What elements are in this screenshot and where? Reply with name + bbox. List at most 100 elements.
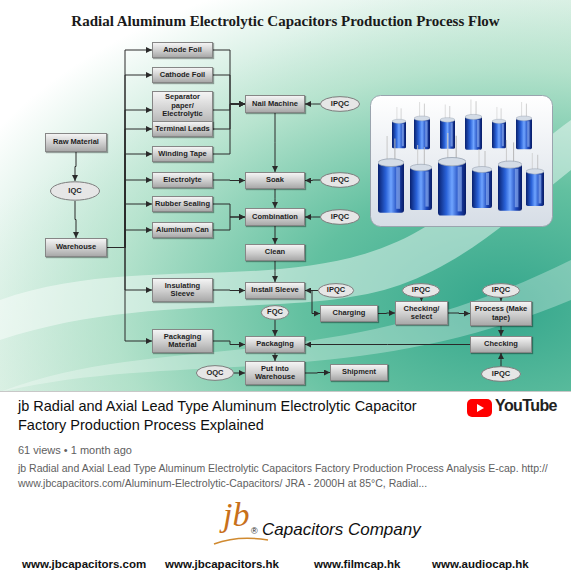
process-box: Packaging Material xyxy=(152,329,213,353)
flow-arrow xyxy=(107,50,152,248)
node-text: Rubber Sealing xyxy=(153,199,212,210)
node-text: Electrolyte xyxy=(161,175,203,186)
flow-arrow xyxy=(107,204,152,248)
text-label: jb Radial and Axial Lead Type Aluminum E… xyxy=(18,397,460,435)
flow-arrow xyxy=(501,353,502,366)
flow-arrow xyxy=(107,248,152,342)
inspection-oval: IQC xyxy=(50,181,100,201)
flow-arrow xyxy=(275,226,276,244)
node-text: IPQC xyxy=(490,285,512,296)
node-text: Checking/ select xyxy=(396,304,447,323)
capacitor xyxy=(378,136,404,213)
oval-shape xyxy=(482,284,519,298)
flow-arrow xyxy=(213,50,245,104)
flow-arrow xyxy=(305,217,320,218)
node-text: Nail Machine xyxy=(250,99,300,110)
node-text: IPQC xyxy=(490,369,512,380)
youtube-logo xyxy=(467,399,492,417)
process-box: Rubber Sealing xyxy=(152,196,213,212)
node-text: IPQC xyxy=(329,175,351,186)
inspection-oval: IPQC xyxy=(320,96,360,112)
node-text: Packaging Material xyxy=(153,332,212,351)
flow-arrow xyxy=(213,104,245,129)
flow-arrow xyxy=(275,261,276,282)
node-text: IQC xyxy=(66,186,83,197)
capacitor xyxy=(516,102,532,149)
process-box: Combination xyxy=(245,208,305,226)
node-text: Put into Warehouse xyxy=(246,364,304,383)
capacitor xyxy=(498,140,522,211)
capacitor xyxy=(410,145,432,210)
flow-arrow xyxy=(305,104,320,105)
capacitor xyxy=(392,107,406,148)
oval-shape xyxy=(320,210,359,225)
node-text: Process (Make tape) xyxy=(471,304,531,323)
text-label: jb xyxy=(223,496,249,534)
process-box: Cathode Foil xyxy=(152,67,213,83)
text-label: www.jbcapacitors.com xyxy=(22,558,146,570)
node-text: IPQC xyxy=(410,285,432,296)
process-box: Insulating Sleeve xyxy=(152,278,213,302)
process-box: Install Sleeve xyxy=(245,282,305,299)
flow-arrow xyxy=(275,353,276,361)
photo-frame xyxy=(371,96,553,227)
node-text: Warehouse xyxy=(54,242,98,253)
process-box: Put into Warehouse xyxy=(245,361,305,385)
text-label: www.audiocap.hk xyxy=(432,558,529,570)
logo-background xyxy=(467,399,492,417)
flow-arrow xyxy=(75,152,76,181)
process-box: Aluminum Can xyxy=(152,222,213,238)
text-label: YouTube xyxy=(495,397,557,415)
flow-arrow xyxy=(213,217,245,230)
node-text: Winding Tape xyxy=(156,149,209,160)
node-text: Soak xyxy=(264,175,286,186)
text-label: www.filmcap.hk xyxy=(314,558,400,570)
inspection-oval: IPQC xyxy=(320,209,360,225)
flow-arrow xyxy=(213,104,245,154)
oval-shape xyxy=(402,284,439,298)
text-label: 61 views • 1 month ago xyxy=(18,444,132,456)
process-box: Packaging xyxy=(245,336,305,353)
process-box: Clean xyxy=(245,244,305,261)
process-box: Shipment xyxy=(330,364,388,381)
flow-arrow xyxy=(213,204,245,217)
flow-arrow xyxy=(305,372,330,374)
node-text: Shipment xyxy=(340,367,378,378)
node-text: Combination xyxy=(250,212,300,223)
flow-arrow xyxy=(75,201,76,238)
flow-arrow xyxy=(107,154,152,248)
flow-arrow xyxy=(107,248,152,291)
flow-arrow xyxy=(213,75,245,104)
node-text: Clean xyxy=(263,247,287,258)
process-box: Anode Foil xyxy=(152,42,213,58)
process-box: Raw Material xyxy=(45,133,107,152)
process-box: Winding Tape xyxy=(152,146,213,162)
oval-shape xyxy=(196,366,233,381)
flow-arrow xyxy=(501,326,502,336)
capacitor xyxy=(526,153,544,206)
process-box: Warehouse xyxy=(45,238,107,257)
capacitor xyxy=(472,149,492,208)
flow-arrow xyxy=(378,313,395,315)
flow-arrow xyxy=(275,189,276,208)
oval-shape xyxy=(481,367,520,382)
oval-shape xyxy=(51,182,100,200)
node-text: Install Sleeve xyxy=(249,285,301,296)
text-label: www.jbcapacitors.hk xyxy=(165,558,279,570)
oval-shape xyxy=(320,97,359,112)
text-label: Capacitors Company xyxy=(262,520,421,540)
process-box: Charging xyxy=(320,305,378,322)
flow-arrow xyxy=(275,113,276,172)
inspection-oval: IPQC xyxy=(402,283,440,298)
capacitor xyxy=(465,100,482,150)
node-text: Aluminum Can xyxy=(154,225,211,236)
swoosh xyxy=(0,120,571,340)
capacitor xyxy=(492,107,506,148)
capacitor-photo xyxy=(370,95,553,227)
oval-shape xyxy=(261,306,288,320)
inspection-oval: IPQC xyxy=(482,283,520,298)
inspection-oval: FQC xyxy=(261,305,289,320)
process-box: Soak xyxy=(245,172,305,189)
node-text: OQC xyxy=(204,368,225,379)
flow-arrow xyxy=(448,313,470,315)
